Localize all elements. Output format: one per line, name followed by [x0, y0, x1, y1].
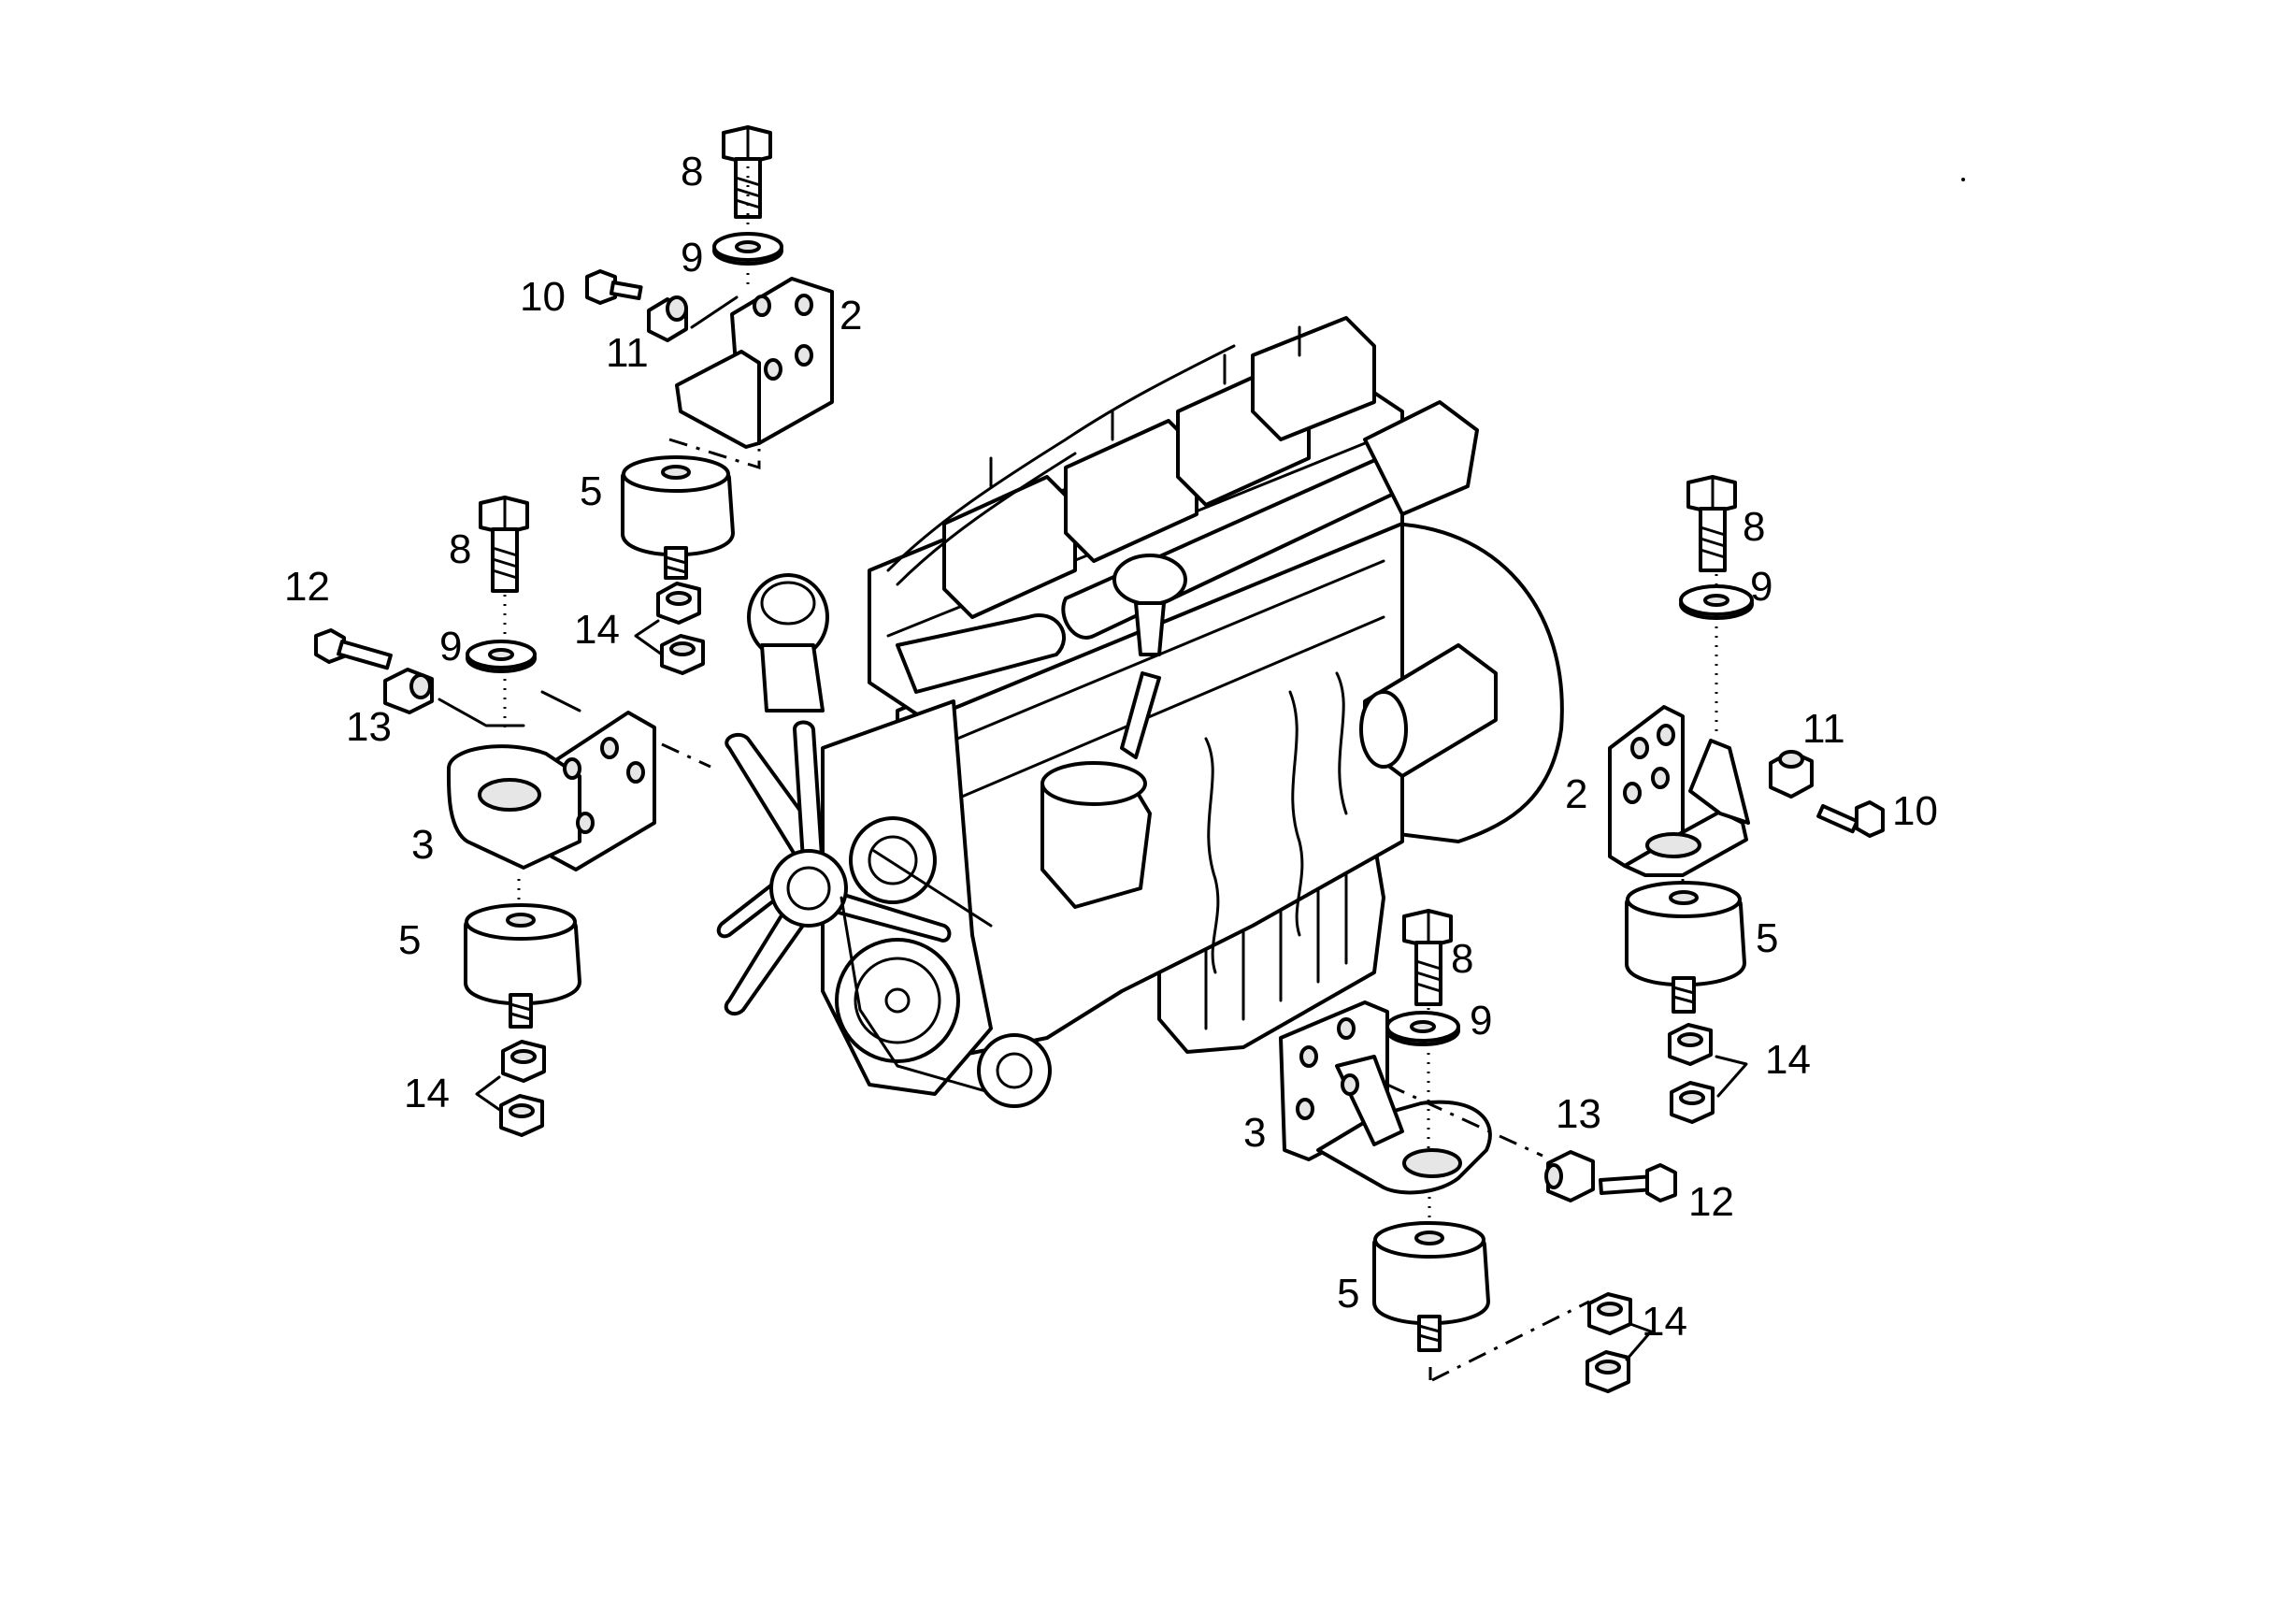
- callout-label-l-13: 13: [346, 704, 392, 750]
- mount-left: [314, 496, 711, 1137]
- callout-label-r-14: 14: [1765, 1037, 1811, 1083]
- mount-bottom: [1279, 909, 1677, 1393]
- callout-label-l-14: 14: [404, 1071, 450, 1116]
- callout-label-l-8: 8: [449, 526, 471, 572]
- callout-label-l-3: 3: [411, 822, 434, 868]
- stray-mark: [1961, 178, 1965, 181]
- callout-label-b-3: 3: [1243, 1110, 1266, 1156]
- callout-label-r-11: 11: [1802, 706, 1845, 752]
- callout-label-tl-14: 14: [574, 607, 620, 653]
- callout-label-b-14: 14: [1642, 1299, 1687, 1345]
- callout-label-tl-2: 2: [839, 293, 862, 338]
- callout-label-r-8: 8: [1743, 504, 1765, 550]
- mount-right: [1608, 475, 1885, 1124]
- callout-label-r-5: 5: [1756, 915, 1778, 961]
- callout-label-b-13: 13: [1556, 1091, 1601, 1137]
- callout-label-tl-8: 8: [681, 149, 703, 194]
- callout-label-l-9: 9: [439, 624, 462, 669]
- callout-label-r-2: 2: [1565, 771, 1587, 817]
- callout-label-l-5: 5: [398, 917, 421, 963]
- engine-assembly: [716, 316, 1564, 1108]
- mount-top-left: [585, 125, 834, 675]
- callout-label-r-10: 10: [1892, 788, 1938, 834]
- callout-label-tl-5: 5: [580, 468, 602, 514]
- callout-label-b-9: 9: [1470, 998, 1492, 1043]
- callout-labels: 8 9 10 11 2 5 14 8 12 9 13 3 5 14 8 9 11 2 10 5 14 8 9 3 13 12 5 14: [284, 149, 1938, 1345]
- callout-label-tl-11: 11: [606, 330, 649, 376]
- callout-label-tl-9: 9: [681, 235, 703, 281]
- callout-label-l-12: 12: [284, 564, 330, 610]
- callout-label-b-12: 12: [1688, 1179, 1734, 1225]
- callout-label-tl-10: 10: [520, 274, 566, 320]
- callout-label-b-8: 8: [1451, 936, 1473, 982]
- callout-label-r-9: 9: [1750, 564, 1772, 610]
- callout-label-b-5: 5: [1337, 1271, 1359, 1317]
- hex-bolt-part: [722, 125, 772, 219]
